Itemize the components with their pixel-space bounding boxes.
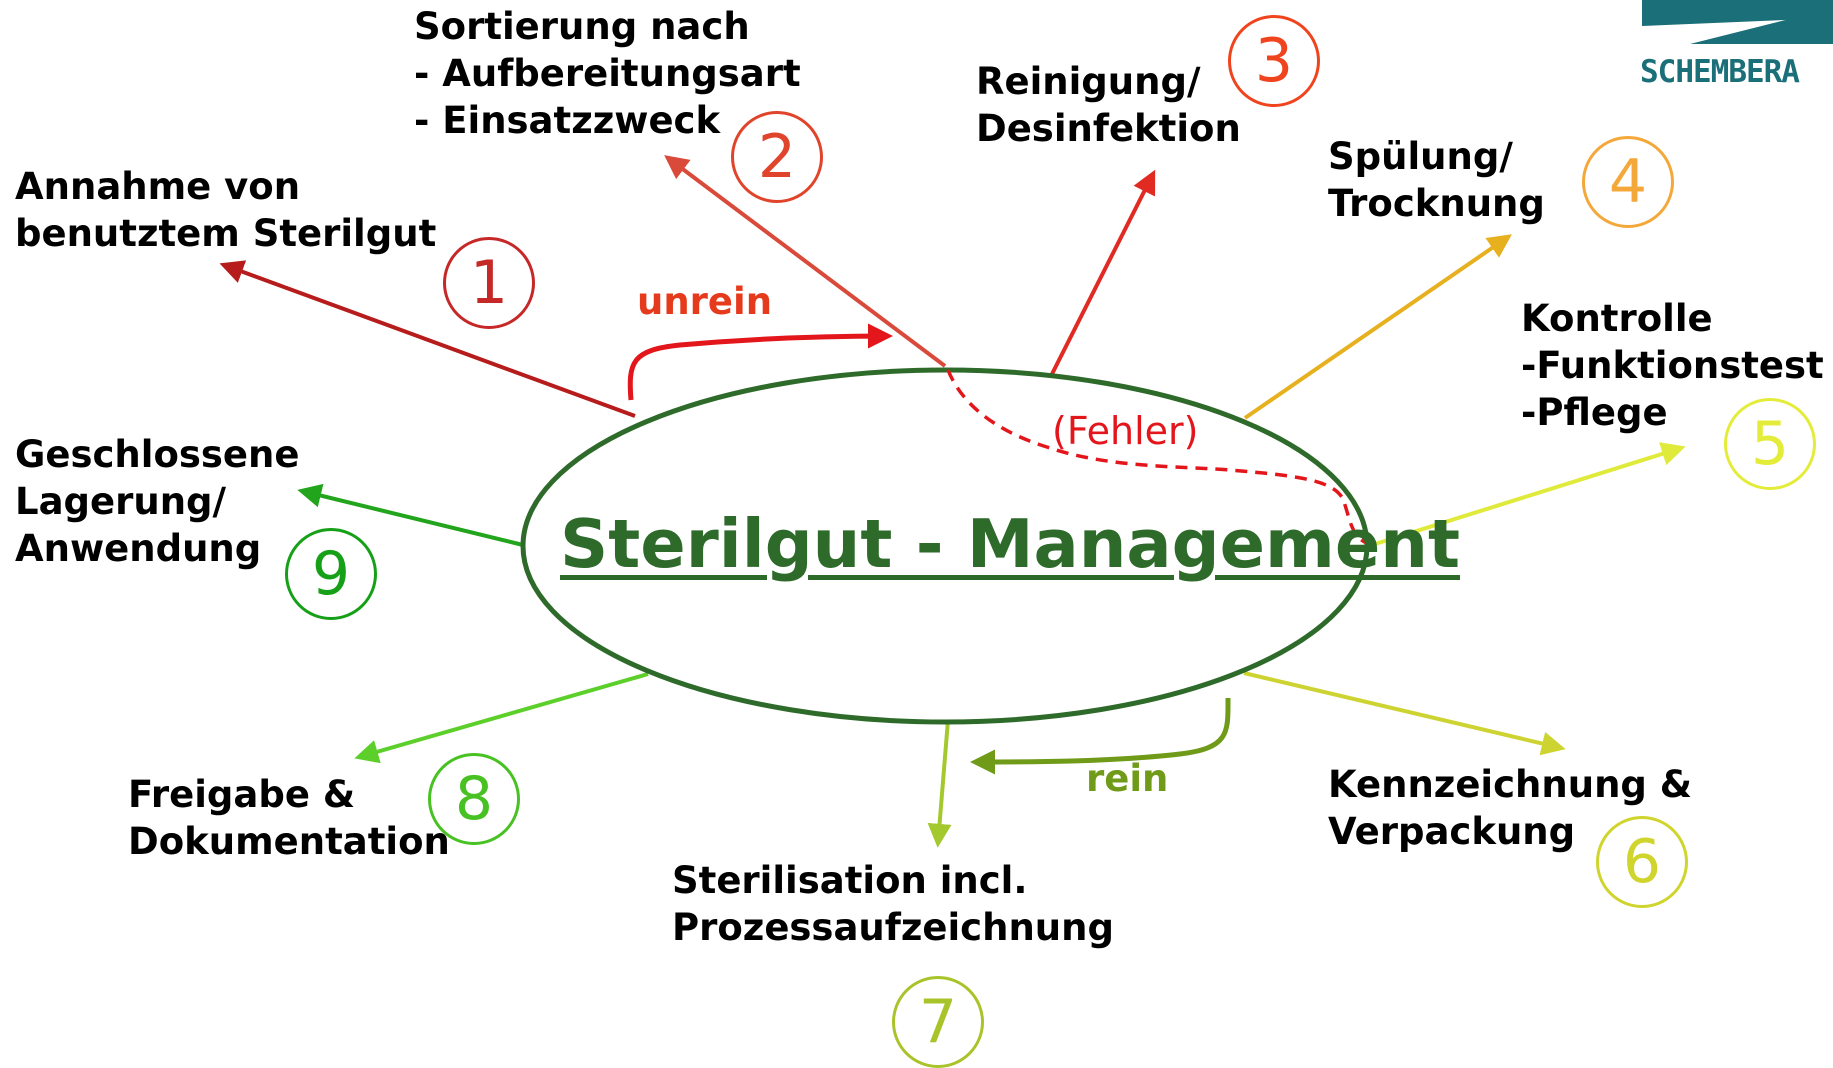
step-7-label: Sterilisation incl.Prozessaufzeichnung [672, 859, 1114, 949]
fehler-dashed-path [946, 369, 1373, 547]
logo-text: SCHEMBERA [1640, 54, 1800, 90]
step-6-label: Kennzeichnung &Verpackung [1328, 763, 1693, 853]
unrein-flow-arrow [627, 323, 893, 401]
central-title: Sterilgut - Management [560, 505, 1461, 583]
rein-flow-arrow [970, 697, 1231, 775]
arrow-step-1 [219, 260, 636, 418]
step-4-number-badge: 4 [1582, 136, 1674, 228]
arrow-step-7 [927, 719, 952, 848]
step-2-number-badge: 2 [731, 111, 823, 203]
step-4-label: Spülung/Trocknung [1328, 135, 1545, 225]
fehler-label: (Fehler) [1052, 409, 1199, 453]
step-7-number-badge: 7 [892, 976, 984, 1068]
step-8-label: Freigabe &Dokumentation [128, 773, 450, 863]
arrow-step-2 [664, 155, 947, 368]
step-6-number-badge: 6 [1596, 816, 1688, 908]
arrow-step-3 [1050, 169, 1156, 375]
arrow-step-6 [1243, 671, 1566, 756]
rein-label: rein [1086, 757, 1169, 800]
step-3-label: Reinigung/Desinfektion [976, 60, 1241, 150]
step-3-number-badge: 3 [1228, 15, 1320, 107]
step-5-number-badge: 5 [1724, 398, 1816, 490]
unrein-label: unrein [637, 280, 773, 323]
arrow-step-8 [354, 672, 649, 764]
step-5-label: Kontrolle-Funktionstest-Pflege [1521, 297, 1824, 434]
central-ellipse [520, 367, 1370, 725]
step-8-number-badge: 8 [428, 753, 520, 845]
arrow-step-4 [1243, 234, 1512, 420]
arrow-step-9 [297, 483, 524, 547]
step-1-number-badge: 1 [443, 237, 535, 329]
logo-graphic [1642, 0, 1833, 44]
step-9-number-badge: 9 [285, 528, 377, 620]
step-2-label: Sortierung nach- Aufbereitungsart- Einsa… [414, 5, 801, 142]
arrow-step-5 [1371, 442, 1686, 547]
